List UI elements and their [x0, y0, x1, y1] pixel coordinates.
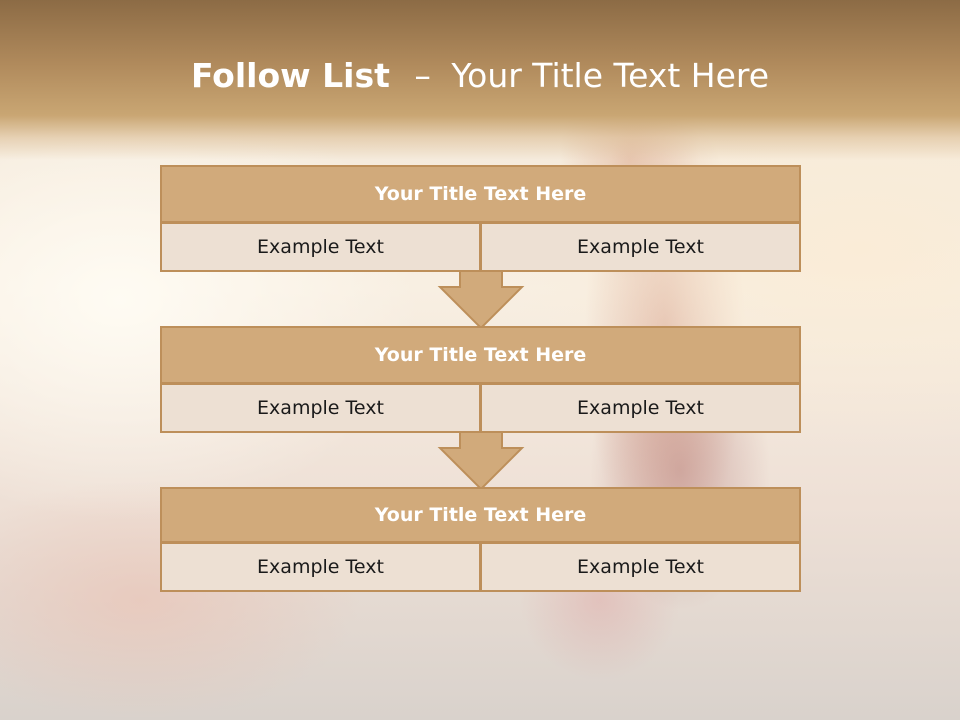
title-rest-part: Your Title Text Here [451, 56, 770, 95]
down-arrow-icon [437, 431, 525, 491]
step-left-cell: Example Text [160, 542, 481, 592]
title-bold-part: Follow List [190, 56, 390, 95]
page-title: Follow List – Your Title Text Here [0, 54, 960, 98]
step-left-cell: Example Text [160, 222, 481, 272]
step-title: Your Title Text Here [160, 165, 801, 223]
step-right-cell: Example Text [480, 383, 801, 433]
step-right-cell: Example Text [480, 542, 801, 592]
step-right-cell: Example Text [480, 222, 801, 272]
step-left-cell: Example Text [160, 383, 481, 433]
down-arrow-icon [437, 270, 525, 330]
title-separator: – [414, 56, 431, 95]
step-title: Your Title Text Here [160, 326, 801, 384]
step-title: Your Title Text Here [160, 487, 801, 543]
header-band [0, 0, 960, 160]
